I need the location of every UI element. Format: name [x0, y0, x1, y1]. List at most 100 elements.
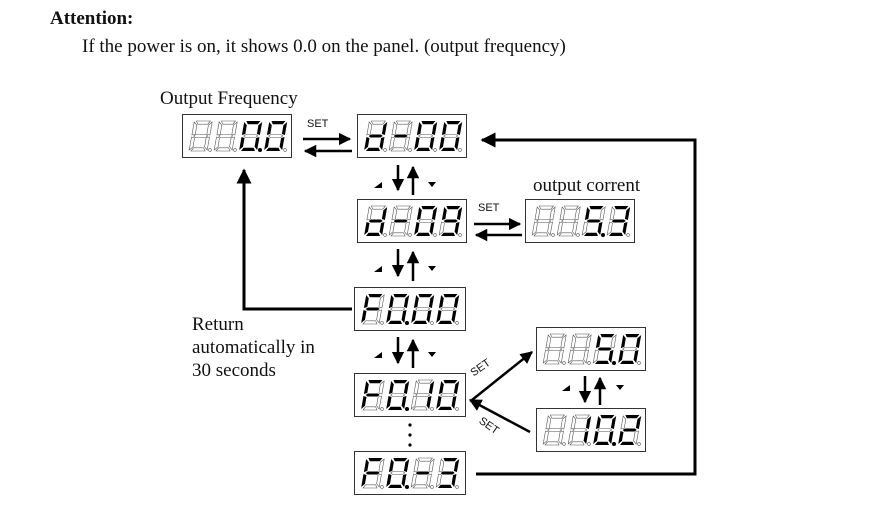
segment-on	[368, 294, 383, 298]
decimal-point-off	[383, 148, 387, 152]
segment-on	[436, 396, 442, 409]
segment-on	[438, 295, 444, 308]
segment-on	[421, 206, 436, 210]
segment-on	[388, 295, 394, 308]
segment-off	[533, 232, 549, 237]
segment-off	[574, 333, 591, 338]
segment-off	[188, 136, 195, 151]
segment-off	[570, 334, 577, 349]
segment-off	[390, 147, 406, 152]
decimal-point-off	[208, 148, 212, 152]
decimal-point-off	[283, 148, 287, 152]
value-50-display	[536, 327, 646, 371]
segment-on	[363, 295, 369, 308]
segment-digit	[542, 414, 567, 446]
segment-on	[364, 137, 370, 150]
segment-on	[622, 428, 637, 432]
segment-on	[618, 350, 624, 363]
segment-on	[368, 380, 383, 384]
segment-off	[569, 360, 585, 365]
segment-on	[401, 474, 407, 487]
f000-display	[354, 287, 466, 331]
segment-on	[635, 335, 642, 348]
segment-digit	[618, 334, 642, 365]
segment-on	[401, 396, 407, 409]
segment-on	[589, 206, 604, 210]
output-current-display	[525, 199, 635, 243]
segment-off	[404, 136, 410, 151]
segment-off	[536, 219, 552, 223]
segment-on	[403, 295, 410, 308]
segment-on	[614, 206, 629, 210]
set-toggle-arrows-1	[303, 132, 352, 158]
segment-off	[599, 206, 606, 221]
segment-on	[418, 294, 433, 298]
decimal-point-off	[551, 233, 555, 237]
segment-on	[365, 393, 380, 397]
segment-off	[206, 121, 213, 136]
segment-on	[401, 310, 407, 323]
segment-on	[620, 441, 634, 445]
segment-on	[595, 416, 601, 429]
segment-on	[413, 320, 427, 324]
segment-on	[583, 431, 589, 444]
segment-off	[547, 428, 563, 432]
segment-off	[572, 221, 578, 236]
segment-on	[446, 206, 461, 210]
segment-off	[574, 414, 591, 419]
segment-on	[393, 380, 408, 384]
segment-digit	[411, 294, 435, 325]
segment-off	[558, 232, 574, 237]
segment-digit	[542, 333, 567, 365]
segment-off	[376, 473, 382, 488]
segment-on	[584, 207, 590, 220]
segment-digit	[618, 415, 642, 446]
segment-off	[574, 206, 581, 221]
segment-digit	[361, 294, 385, 325]
decimal-point-off	[380, 407, 384, 411]
segment-on	[597, 222, 603, 235]
segment-off	[609, 206, 616, 221]
segment-digit	[388, 205, 413, 237]
segment-on	[388, 459, 394, 472]
segment-on	[279, 137, 285, 150]
decimal-point-off	[383, 233, 387, 237]
segment-off	[243, 134, 259, 138]
d00-display	[357, 114, 467, 158]
segment-off	[362, 320, 378, 325]
segment-off	[610, 334, 617, 349]
segment-off	[229, 136, 235, 151]
segment-on	[441, 122, 447, 135]
segment-on	[584, 232, 598, 236]
segment-off	[213, 136, 220, 151]
segment-on	[453, 381, 460, 394]
segment-on	[271, 121, 286, 125]
segment-off	[438, 221, 445, 236]
segment-on	[600, 415, 615, 419]
segment-on	[381, 122, 388, 135]
decimal-point-off	[455, 407, 459, 411]
segment-digit	[361, 380, 385, 411]
segment-on	[413, 295, 419, 308]
segment-off	[268, 134, 284, 138]
d09-display	[357, 199, 467, 243]
decimal-point-off	[408, 148, 412, 152]
set-toggle-arrows-2	[474, 217, 522, 242]
segment-on	[379, 222, 385, 235]
segment-digit	[361, 458, 385, 489]
segment-off	[388, 136, 395, 151]
segment-off	[567, 430, 574, 445]
segment-digit	[556, 205, 581, 237]
segment-on	[366, 232, 380, 236]
segment-on	[363, 381, 369, 394]
segment-digit	[567, 414, 592, 446]
segment-digit	[592, 334, 617, 365]
segment-off	[545, 415, 552, 430]
segment-off	[567, 349, 574, 364]
segment-on	[281, 122, 288, 135]
set-label-2: SET	[478, 202, 500, 214]
segment-on	[246, 121, 261, 125]
loop-back-arrow	[476, 132, 697, 476]
segment-digit	[436, 294, 460, 325]
segment-off	[418, 219, 434, 223]
